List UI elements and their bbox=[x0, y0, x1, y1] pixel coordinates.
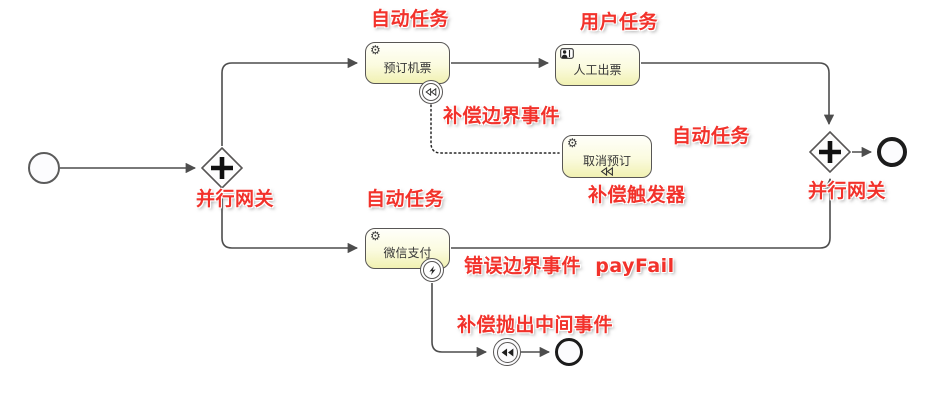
parallel-gateway-fork bbox=[200, 146, 244, 190]
task-manual-ticket: 人工出票 bbox=[555, 44, 640, 86]
end-event-compensation-branch bbox=[555, 338, 583, 366]
annotation-auto-task-top: 自动任务 bbox=[371, 8, 450, 30]
annotation-auto-task-mid: 自动任务 bbox=[672, 125, 751, 147]
flow-wechat-pay-to-right-gateway bbox=[451, 177, 836, 249]
annotation-user-task: 用户任务 bbox=[580, 11, 659, 33]
task-label: 人工出票 bbox=[573, 62, 622, 77]
error-boundary-event bbox=[420, 258, 444, 282]
compensation-marker-icon bbox=[600, 167, 613, 176]
compensation-icon bbox=[425, 88, 437, 96]
task-label: 微信支付 bbox=[383, 246, 432, 260]
user-task-icon bbox=[560, 48, 574, 59]
parallel-gateway-join bbox=[808, 130, 852, 174]
association-compensation bbox=[430, 104, 560, 154]
service-task-gear-icon: ⚙ bbox=[567, 136, 578, 150]
compensation-icon-filled bbox=[501, 347, 513, 357]
annotation-compensation-trigger: 补偿触发器 bbox=[588, 184, 686, 206]
compensation-throw-event bbox=[493, 338, 521, 366]
flow-left-gateway-to-wechat-pay bbox=[221, 190, 359, 254]
annotation-error-boundary: 错误边界事件 payFail bbox=[464, 255, 675, 277]
end-event-main bbox=[877, 137, 907, 167]
compensation-boundary-event bbox=[419, 80, 443, 104]
task-cancel-booking: ⚙ 取消预订 bbox=[562, 135, 652, 178]
service-task-gear-icon: ⚙ bbox=[370, 229, 381, 243]
task-label: 预订机票 bbox=[383, 60, 432, 75]
task-book-flight: ⚙ 预订机票 bbox=[365, 42, 450, 84]
flow-error-boundary-to-throw-event bbox=[431, 283, 488, 358]
flow-manual-ticket-to-right-gateway bbox=[641, 62, 835, 126]
annotation-compensation-throw: 补偿抛出中间事件 bbox=[457, 314, 614, 336]
service-task-gear-icon: ⚙ bbox=[370, 43, 381, 57]
annotation-auto-task-bottom: 自动任务 bbox=[366, 188, 445, 210]
flow-left-gateway-to-book-flight bbox=[221, 57, 359, 146]
annotation-parallel-gateway-right: 并行网关 bbox=[808, 180, 887, 202]
start-event bbox=[28, 152, 60, 184]
task-label: 取消预订 bbox=[582, 154, 631, 168]
annotation-parallel-gateway-left: 并行网关 bbox=[196, 188, 275, 210]
error-lightning-icon bbox=[428, 265, 436, 275]
annotation-compensation-boundary: 补偿边界事件 bbox=[443, 105, 561, 127]
